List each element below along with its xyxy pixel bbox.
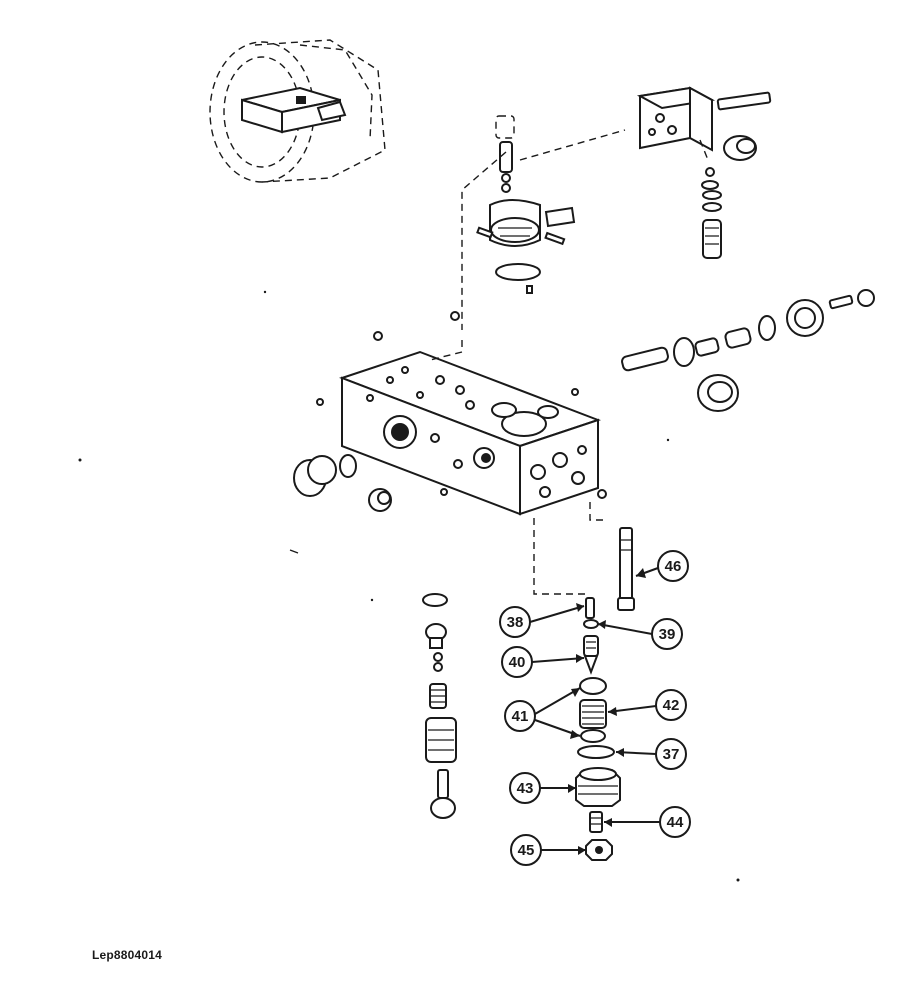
- main-valve-block: [339, 350, 601, 516]
- callout-leaders: [529, 567, 660, 855]
- callout-42: 42: [655, 689, 687, 721]
- solenoid-valve-group: [476, 115, 576, 294]
- left-cartridge-assembly: [422, 593, 457, 819]
- callout-37: 37: [655, 738, 687, 770]
- callout-44-label: 44: [667, 814, 684, 831]
- relief-valve-parts: [575, 527, 635, 861]
- ring-39: [583, 619, 599, 629]
- callout-38-label: 38: [507, 614, 524, 631]
- callout-46: 46: [657, 550, 689, 582]
- callout-45: 45: [510, 834, 542, 866]
- callout-46-label: 46: [665, 558, 682, 575]
- callout-43: 43: [509, 772, 541, 804]
- callout-40: 40: [501, 646, 533, 678]
- callout-41: 41: [504, 700, 536, 732]
- speck: [289, 549, 299, 554]
- spool-assembly: [621, 289, 875, 412]
- callout-40-label: 40: [509, 654, 526, 671]
- speck: [263, 290, 267, 294]
- callout-38: 38: [499, 606, 531, 638]
- body-43: [575, 767, 621, 807]
- callout-37-label: 37: [663, 746, 680, 763]
- set-screw-44: [589, 811, 603, 833]
- pilot-block-group: [636, 86, 772, 259]
- pin-38: [585, 597, 595, 619]
- assembly-guide-lines: [429, 129, 709, 595]
- locator-inset: [209, 39, 386, 183]
- spring-42: [579, 699, 607, 729]
- callout-45-label: 45: [518, 842, 535, 859]
- figure-reference: Lep8804014: [92, 948, 163, 962]
- seat-41-upper: [579, 677, 607, 695]
- plug-fitting: [723, 135, 757, 161]
- callout-41-label: 41: [512, 708, 529, 725]
- o-ring-37: [577, 745, 615, 759]
- callout-42-label: 42: [663, 697, 680, 714]
- callout-39-label: 39: [659, 626, 676, 643]
- callout-39: 39: [651, 618, 683, 650]
- locator-highlight-block: [241, 86, 347, 134]
- speck: [78, 458, 82, 462]
- speck: [666, 438, 670, 442]
- left-plug: [293, 311, 607, 512]
- speck: [370, 598, 374, 602]
- poppet-40: [583, 635, 599, 675]
- nut-45: [585, 839, 613, 861]
- cap-screw-46: [617, 527, 635, 611]
- callout-44: 44: [659, 806, 691, 838]
- callout-43-label: 43: [517, 780, 534, 797]
- speck: [736, 878, 740, 882]
- cap-screw: [716, 91, 772, 111]
- seat-41-lower: [580, 729, 606, 743]
